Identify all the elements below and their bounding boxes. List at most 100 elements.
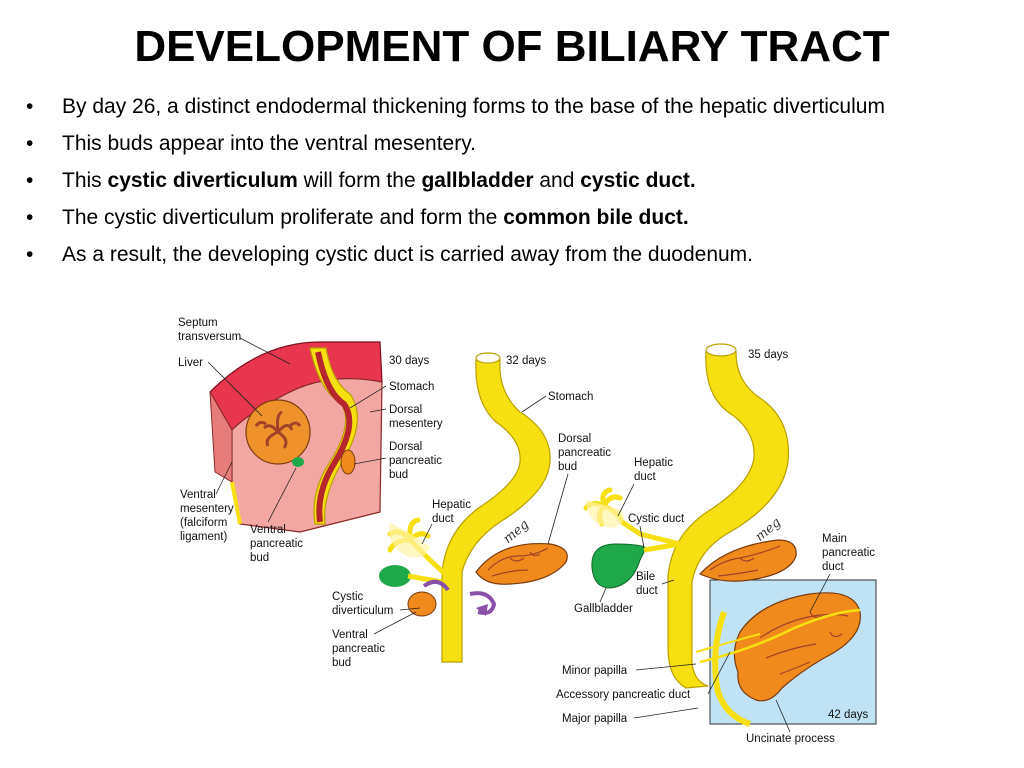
label-septum-2: transversum xyxy=(178,331,241,343)
bullet-item: • This cystic diverticulum will form the … xyxy=(22,166,1002,195)
gut-tube-32 xyxy=(441,359,551,663)
panel-35-days xyxy=(583,343,861,727)
label-stomach-32: Stomach xyxy=(548,391,593,403)
bullet-bold-term: cystic duct. xyxy=(580,169,696,192)
dorsal-pancreatic-bud-32 xyxy=(475,542,568,585)
ventral-mesentery-shape xyxy=(230,481,242,525)
label-ventral-panc-3-32: bud xyxy=(332,657,351,669)
bullet-bold-term: cystic diverticulum xyxy=(107,169,298,192)
bullet-text: This cystic diverticulum will form the g… xyxy=(62,169,696,192)
pancreas-42-lobules xyxy=(759,611,849,675)
label-hepatic-2-35: duct xyxy=(634,471,657,483)
label-dorsal-panc-3-32: bud xyxy=(558,461,577,473)
figure-svg: Septum transversum Liver 30 days Stomach… xyxy=(178,317,877,745)
label-age-42: 42 days xyxy=(828,709,869,721)
bullet-text: The cystic diverticulum proliferate and … xyxy=(62,206,689,229)
label-cystic-1-32: Cystic xyxy=(332,591,364,603)
label-hepatic-1-32: Hepatic xyxy=(432,499,471,511)
label-accessory-duct: Accessory pancreatic duct xyxy=(556,689,691,701)
bullet-item: • As a result, the developing cystic duct… xyxy=(22,240,1002,269)
bullet-marker: • xyxy=(26,132,34,155)
gut-opening-32 xyxy=(475,352,501,364)
label-major-papilla: Major papilla xyxy=(562,713,628,725)
label-septum-1: Septum xyxy=(178,317,218,329)
bullet-text-run: and xyxy=(533,169,581,192)
gut-lumen-30 xyxy=(315,351,353,523)
label-ventral-mes-2: mesentery xyxy=(180,503,234,515)
bullet-marker: • xyxy=(26,206,34,229)
pancreas-42 xyxy=(733,592,861,702)
rotation-arrowhead xyxy=(476,604,488,616)
label-dorsal-panc-1-32: Dorsal xyxy=(558,433,591,445)
bullet-bold-term: common bile duct. xyxy=(503,206,689,229)
bullet-text-run: will form the xyxy=(297,169,422,192)
bullet-text-run: By day 26, a distinct endodermal thicken… xyxy=(62,95,885,118)
accessory-duct xyxy=(695,633,761,653)
label-hepatic-2-32: duct xyxy=(432,513,455,525)
label-ventral-panc-2-30: pancreatic xyxy=(250,538,303,550)
hepatic-duct-glow xyxy=(388,522,430,558)
bullet-text-run: This xyxy=(62,169,108,192)
label-gallbladder: Gallbladder xyxy=(574,603,633,615)
label-cystic-2-32: diverticulum xyxy=(332,605,393,617)
pancreas-lobules-35 xyxy=(709,545,781,577)
label-dorsal-panc-3: bud xyxy=(389,469,408,481)
bullet-marker: • xyxy=(26,169,34,192)
label-liver: Liver xyxy=(178,357,203,369)
label-dorsal-panc-2: pancreatic xyxy=(389,455,442,467)
ventral-pancreatic-bud-32 xyxy=(407,591,437,617)
label-minor-papilla: Minor papilla xyxy=(562,665,628,677)
label-ventral-panc-1-32: Ventral xyxy=(332,629,368,641)
label-ventral-mes-3: (falciform xyxy=(180,517,227,529)
page-title: DEVELOPMENT OF BILIARY TRACT xyxy=(134,22,890,71)
label-stomach-30: Stomach xyxy=(389,381,434,393)
gut-tube-35 xyxy=(667,351,790,689)
biliary-development-figure: Septum transversum Liver 30 days Stomach… xyxy=(170,312,890,764)
bullet-marker: • xyxy=(26,243,34,266)
hepatic-glow-35 xyxy=(586,500,624,528)
bullet-marker: • xyxy=(26,95,34,118)
bullet-text: This buds appear into the ventral mesent… xyxy=(62,132,476,155)
label-ventral-panc-1-30: Ventral xyxy=(250,524,286,536)
gut-opening-35 xyxy=(705,343,737,357)
bullet-text: By day 26, a distinct endodermal thicken… xyxy=(62,95,885,118)
cystic-diverticulum-32 xyxy=(379,565,411,587)
label-main-panc-3: duct xyxy=(822,561,845,573)
bullet-bold-term: gallbladder xyxy=(421,169,534,192)
label-cystic-duct-35: Cystic duct xyxy=(628,513,685,525)
label-bile-2: duct xyxy=(636,585,659,597)
label-ventral-mes-4: ligament) xyxy=(180,531,227,543)
bullet-text-run: As a result, the developing cystic duct … xyxy=(62,243,754,266)
bullet-text-run: The cystic diverticulum proliferate and … xyxy=(62,206,504,229)
bullet-text-run: This buds appear into the ventral mesent… xyxy=(62,132,477,155)
label-dorsal-mes-1: Dorsal xyxy=(389,404,422,416)
label-ventral-panc-2-32: pancreatic xyxy=(332,643,385,655)
label-ventral-panc-3-30: bud xyxy=(250,552,269,564)
main-pancreatic-duct xyxy=(699,608,861,664)
liver-branches xyxy=(254,410,302,449)
rotation-arrow-left xyxy=(422,579,450,592)
bullet-item: • The cystic diverticulum proliferate and… xyxy=(22,203,1002,232)
dorsal-bud-lobules-32 xyxy=(487,547,549,577)
dorsal-pancreatic-bud-30 xyxy=(340,449,356,475)
label-age-35: 35 days xyxy=(748,349,789,361)
gallbladder-35 xyxy=(591,543,647,589)
duodenum-42 xyxy=(712,611,752,727)
label-dorsal-panc-2-32: pancreatic xyxy=(558,447,611,459)
label-dorsal-mes-2: mesentery xyxy=(389,418,443,430)
label-main-panc-2: pancreatic xyxy=(822,547,875,559)
label-dorsal-panc-1: Dorsal xyxy=(389,441,422,453)
label-main-panc-1: Main xyxy=(822,533,847,545)
label-age-30: 30 days xyxy=(389,355,430,367)
label-ventral-mes-1: Ventral xyxy=(180,489,216,501)
bullet-item: • By day 26, a distinct endodermal thicke… xyxy=(22,92,1002,121)
label-bile-1: Bile xyxy=(636,571,655,583)
panel-32-days xyxy=(379,352,568,663)
label-uncinate: Uncinate process xyxy=(746,733,835,745)
panel-30-days xyxy=(209,341,383,533)
cystic-duct-35 xyxy=(643,541,681,553)
signature-32: meg xyxy=(501,517,532,547)
bullet-text: As a result, the developing cystic duct … xyxy=(62,243,753,266)
ventral-pancreatic-bud-30 xyxy=(292,457,304,467)
label-age-32: 32 days xyxy=(506,355,547,367)
